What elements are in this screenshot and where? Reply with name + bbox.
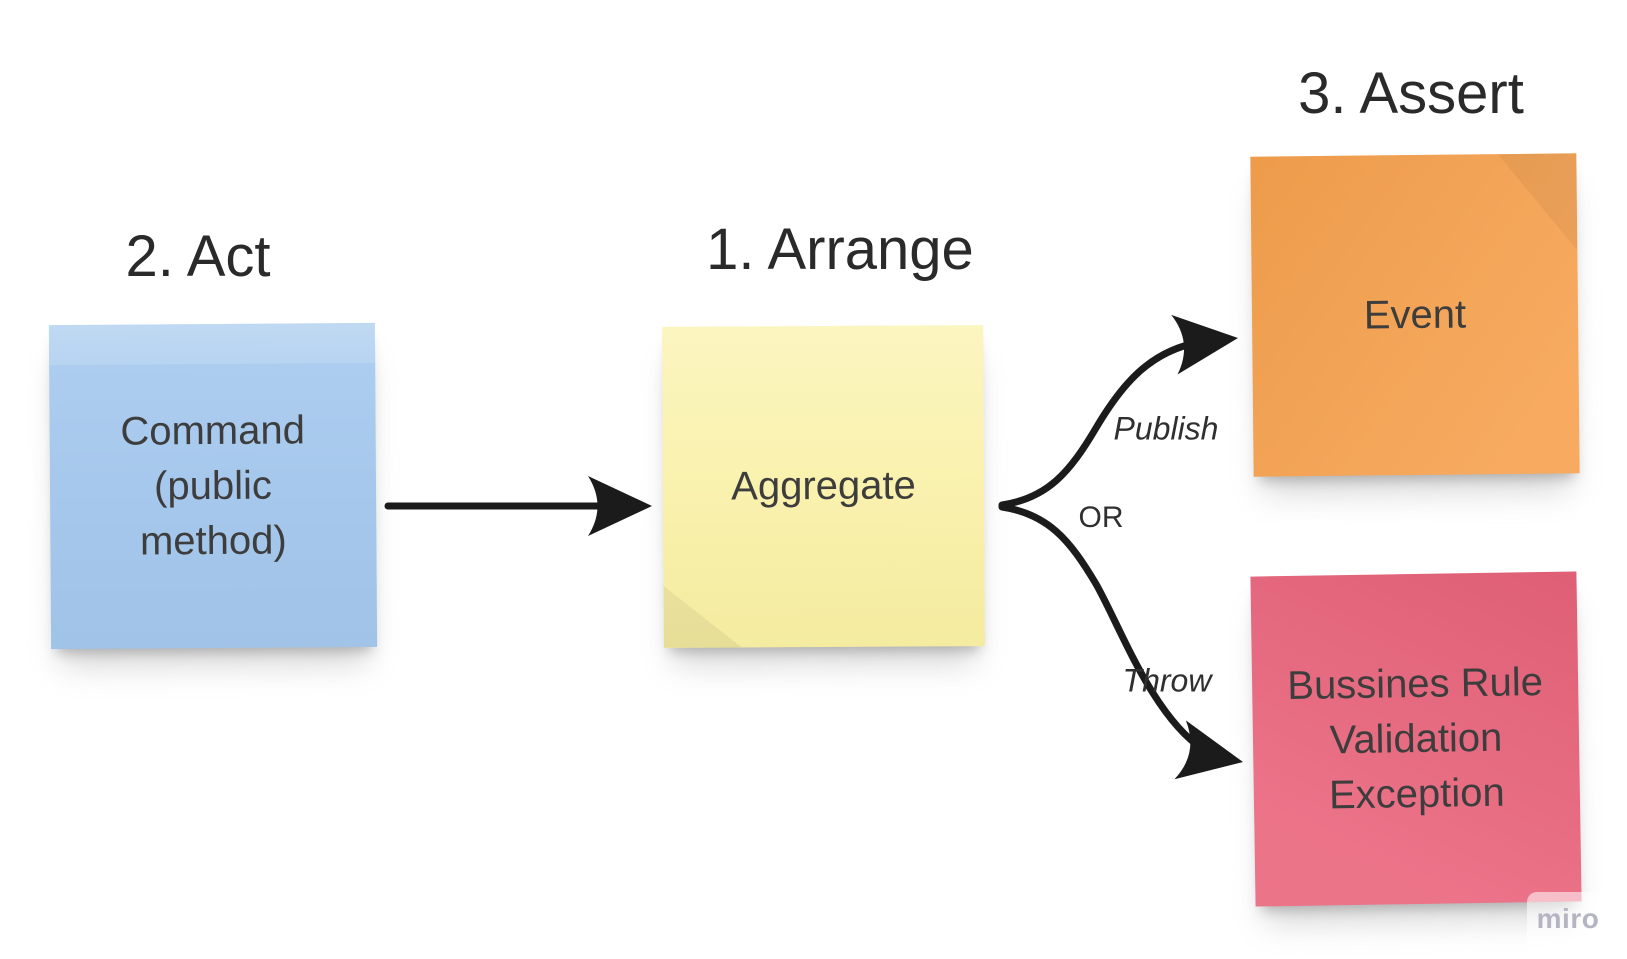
arrow-aggregate-to-event[interactable] xyxy=(998,308,1241,509)
title-arrange[interactable]: 1. Arrange xyxy=(706,217,974,282)
arrow-aggregate-to-exception[interactable] xyxy=(998,503,1249,791)
label-or[interactable]: OR xyxy=(1078,501,1124,534)
label-publish[interactable]: Publish xyxy=(1113,410,1219,447)
arrow-command-to-aggregate[interactable] xyxy=(384,476,652,536)
arrowhead-icon xyxy=(1171,314,1238,375)
miro-watermark: miro xyxy=(1527,892,1627,959)
title-assert[interactable]: 3. Assert xyxy=(1298,61,1524,126)
arrowhead-icon xyxy=(1174,720,1243,780)
title-act[interactable]: 2. Act xyxy=(125,224,271,289)
label-throw[interactable]: Throw xyxy=(1122,662,1212,699)
miro-logo: miro xyxy=(1536,902,1600,934)
arrowhead-icon xyxy=(588,476,652,536)
